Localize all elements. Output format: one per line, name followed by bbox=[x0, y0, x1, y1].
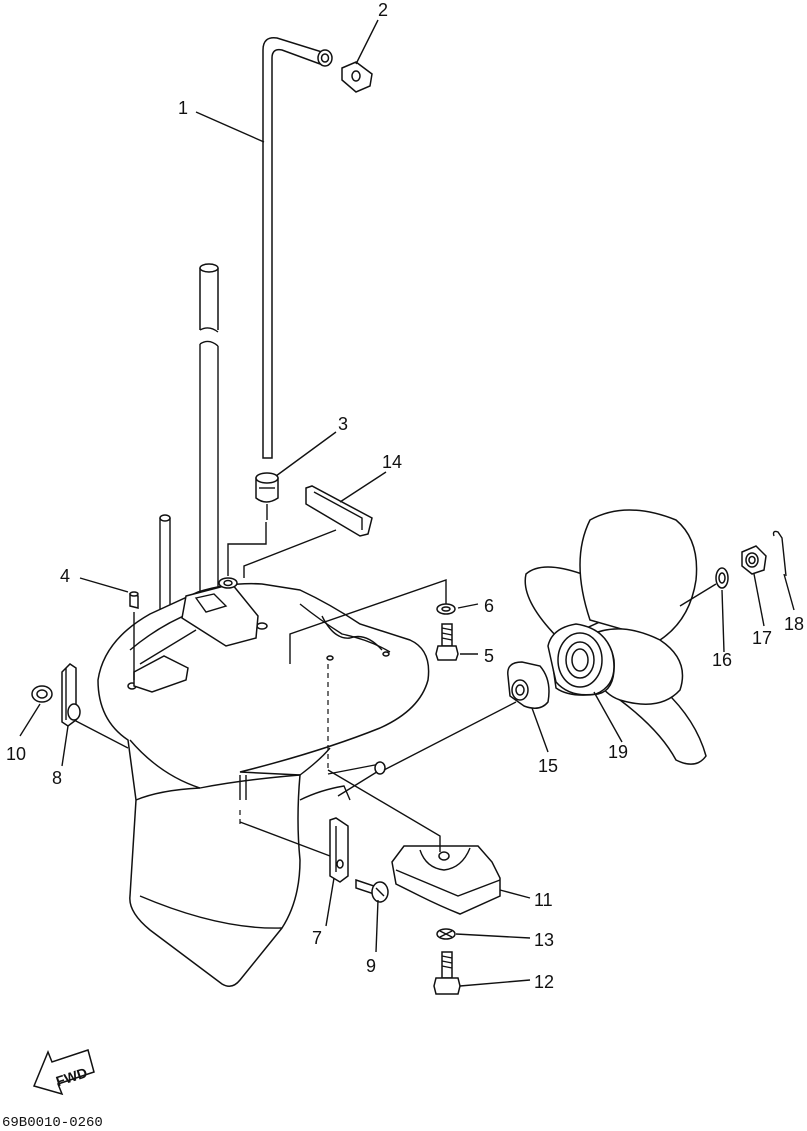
part-17-nut[interactable] bbox=[741, 545, 767, 575]
part-19-propeller[interactable] bbox=[524, 509, 707, 765]
callout-15: 15 bbox=[538, 756, 558, 776]
callout-13: 13 bbox=[534, 930, 554, 950]
callout-17: 17 bbox=[752, 628, 772, 648]
part-13-lock-washer[interactable] bbox=[436, 928, 456, 940]
part-9-screw[interactable] bbox=[355, 878, 389, 903]
callout-10: 10 bbox=[6, 744, 26, 764]
drive-shaft bbox=[199, 263, 219, 592]
part-3-seal[interactable] bbox=[255, 472, 279, 520]
assembly-guide-lines bbox=[73, 522, 717, 857]
callout-4: 4 bbox=[60, 566, 70, 586]
leader-lines bbox=[19, 19, 795, 987]
callout-2: 2 bbox=[378, 0, 388, 20]
part-2-grommet[interactable] bbox=[341, 61, 373, 93]
callout-9: 9 bbox=[366, 956, 376, 976]
callout-7: 7 bbox=[312, 928, 322, 948]
callout-16: 16 bbox=[712, 650, 732, 670]
part-10-cap[interactable] bbox=[31, 685, 53, 703]
callout-12: 12 bbox=[534, 972, 554, 992]
callout-6: 6 bbox=[484, 596, 494, 616]
part-12-bolt[interactable] bbox=[433, 951, 461, 995]
callout-19: 19 bbox=[608, 742, 628, 762]
callout-14: 14 bbox=[382, 452, 402, 472]
callout-1: 1 bbox=[178, 98, 188, 118]
callout-labels: 1 2 3 4 5 6 7 8 9 10 11 12 13 14 15 16 1… bbox=[6, 0, 804, 992]
part-8-clip[interactable] bbox=[61, 663, 81, 727]
callout-3: 3 bbox=[338, 414, 348, 434]
lower-casing bbox=[97, 577, 430, 987]
callout-11: 11 bbox=[534, 890, 553, 910]
callout-5: 5 bbox=[484, 646, 494, 666]
part-1-water-tube[interactable] bbox=[262, 37, 333, 459]
part-5-bolt[interactable] bbox=[435, 623, 459, 661]
part-6-washer[interactable] bbox=[436, 603, 456, 615]
drawing-code: 69B0010-0260 bbox=[2, 1115, 103, 1131]
callout-18: 18 bbox=[784, 614, 804, 634]
callout-8: 8 bbox=[52, 768, 62, 788]
part-11-anode[interactable] bbox=[391, 845, 501, 915]
fwd-direction-arrow: FWD bbox=[32, 1049, 95, 1096]
part-18-cotter-pin[interactable] bbox=[772, 530, 787, 577]
part-14-seal-strip[interactable] bbox=[305, 485, 373, 537]
part-4-dowel-pin[interactable] bbox=[129, 591, 139, 609]
part-16-washer[interactable] bbox=[715, 567, 729, 589]
part-15-thrust-holder[interactable] bbox=[507, 661, 550, 709]
part-7-bracket[interactable] bbox=[329, 817, 349, 883]
